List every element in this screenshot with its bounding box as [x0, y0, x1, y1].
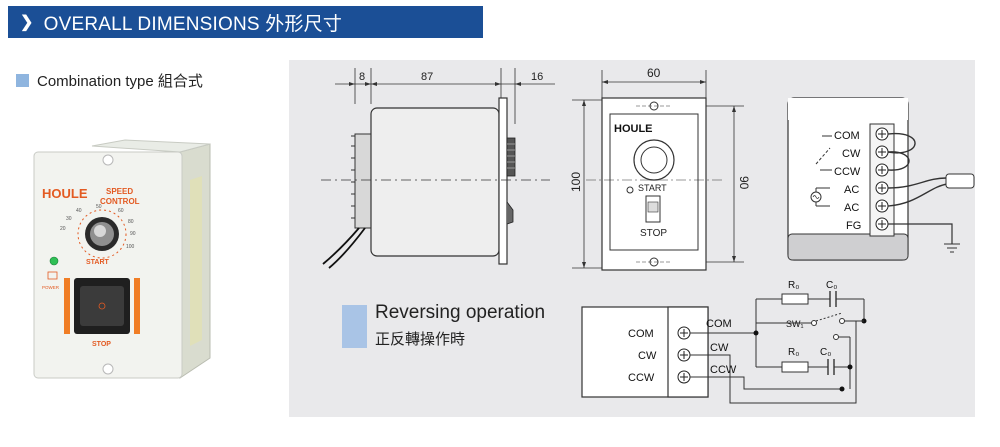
photo-scale-90: 90: [130, 231, 136, 237]
combination-text: Combination type 組合式: [37, 73, 203, 90]
front-dim-60: 60: [647, 66, 661, 80]
rev-wire-cw: CW: [710, 342, 729, 354]
side-dim-8: 8: [359, 71, 365, 83]
photo-scale-80: 80: [128, 219, 134, 225]
reversing-title: Reversing operation: [375, 302, 546, 323]
photo-product-line2: CONTROL: [100, 197, 140, 206]
rev-sw: SW₁: [786, 319, 804, 329]
product-photo: HOULE SPEED CONTROL 20 30 40 50 60 80 90…: [33, 139, 211, 379]
front-start-label: START: [638, 183, 667, 193]
combination-label: Combination type 組合式: [16, 70, 203, 91]
section-header: ❯ OVERALL DIMENSIONS 外形尺寸: [8, 6, 483, 38]
front-brand: HOULE: [614, 123, 653, 135]
front-dim-90: 90: [737, 176, 751, 190]
side-dim-16: 16: [531, 71, 543, 83]
rev-c-bottom: C₀: [820, 347, 831, 358]
term-label-ac1: AC: [844, 184, 859, 196]
photo-product-line1: SPEED: [106, 187, 133, 196]
terminal-diagram: COM CW CCW AC AC FG: [787, 97, 975, 261]
photo-scale-30: 30: [66, 216, 72, 222]
photo-brand: HOULE: [42, 186, 88, 201]
front-dim-100: 100: [569, 172, 583, 192]
term-label-fg: FG: [846, 220, 861, 232]
square-bullet-icon: [16, 74, 29, 87]
rev-r-bottom: R₀: [788, 347, 799, 358]
term-label-ac2: AC: [844, 202, 859, 214]
rev-block-ccw: CCW: [628, 372, 655, 384]
reversing-circuit: COM CW CCW COM CW CCW R₀ C₀ SW₁ R₀ C₀: [581, 280, 867, 404]
term-label-com: COM: [834, 130, 860, 142]
rev-block-cw: CW: [638, 350, 657, 362]
rev-block-com: COM: [628, 328, 654, 340]
reversing-marker-icon: [342, 305, 367, 348]
side-view-drawing: 8 87 16: [321, 68, 555, 269]
photo-scale-40: 40: [76, 208, 82, 214]
side-dim-87: 87: [421, 71, 433, 83]
term-label-ccw: CCW: [834, 166, 861, 178]
section-title: OVERALL DIMENSIONS 外形尺寸: [43, 13, 343, 35]
photo-scale-100: 100: [126, 244, 135, 250]
chevron-right-icon: ❯: [20, 14, 34, 31]
rev-r-top: R₀: [788, 280, 799, 291]
rev-c-top: C₀: [826, 280, 837, 291]
photo-power-label: POWER: [42, 285, 60, 290]
photo-scale-50: 50: [96, 204, 102, 210]
term-label-cw: CW: [842, 148, 861, 160]
reversing-subtitle: 正反轉操作時: [375, 331, 466, 348]
photo-scale-20: 20: [60, 226, 66, 232]
front-stop-label: STOP: [640, 228, 667, 239]
front-view-drawing: 60 100 90 HOULE START STOP: [569, 66, 751, 271]
photo-stop-label: STOP: [92, 341, 111, 348]
photo-start-label: START: [86, 259, 110, 266]
photo-scale-60: 60: [118, 208, 124, 214]
rev-wire-ccw: CCW: [710, 364, 737, 376]
rev-wire-com: COM: [706, 318, 732, 330]
